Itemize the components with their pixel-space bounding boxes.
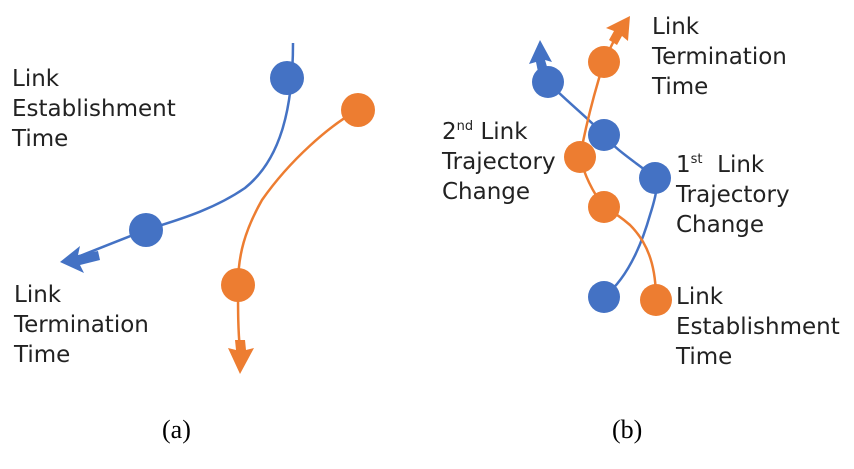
label-line: 1st Link [676,150,790,180]
caption-a: (a) [162,415,191,444]
label-line: 2nd Link [442,117,556,147]
blue-node-middle-b [588,119,620,151]
ordinal-number: 1 [676,152,691,178]
label-rest: Link [473,119,528,145]
label-line: Trajectory [442,149,556,175]
label-line: Link [676,284,724,310]
label-line: Change [442,179,531,205]
orange-node-start-a [341,93,375,127]
label-line: Establishment [12,96,176,122]
blue-node-termination-a [129,213,163,247]
label-line: Time [14,342,71,368]
orange-arrowhead-b [606,16,630,45]
label-line: Termination [14,312,149,338]
ordinal-suffix: nd [456,119,474,134]
label-link-termination-time-b: Link Termination Time [652,12,787,102]
blue-arrowhead-b [529,40,552,72]
blue-node-end-b [532,66,564,98]
blue-link-path-a [69,42,295,262]
label-second-link-trajectory-change: 2nd Link Trajectory Change [442,117,556,207]
label-line: Trajectory [676,182,790,208]
label-line: Link [652,14,700,40]
blue-node-establishment-a [270,61,304,95]
label-line: Time [676,344,733,370]
panel-b [529,16,672,316]
blue-node-first-change-b [639,162,671,194]
label-link-establishment-time-a: Link Establishment Time [12,64,176,154]
orange-arrowhead-a [228,340,254,374]
label-first-link-trajectory-change: 1st Link Trajectory Change [676,150,790,240]
panel-a [60,42,375,374]
label-link-establishment-time-b: Link Establishment Time [676,282,840,372]
label-rest: Link [702,152,765,178]
orange-link-path-a [236,108,359,351]
label-line: Time [12,126,69,152]
blue-node-start-b [588,281,620,313]
orange-node-end-b [588,46,620,78]
orange-node-middle-b [588,191,620,223]
ordinal-number: 2 [442,119,457,145]
blue-arrowhead-a [60,246,100,273]
label-line: Link [14,282,62,308]
label-line: Link [12,66,60,92]
label-link-termination-time-a: Link Termination Time [14,280,149,370]
label-line: Time [652,74,709,100]
orange-node-start-b [640,284,672,316]
orange-node-second-change-b [564,141,596,173]
label-line: Change [676,212,765,238]
label-line: Establishment [676,314,840,340]
ordinal-suffix: st [690,152,703,167]
label-line: Termination [652,44,787,70]
caption-b: (b) [612,415,643,444]
orange-node-end-a [221,268,255,302]
